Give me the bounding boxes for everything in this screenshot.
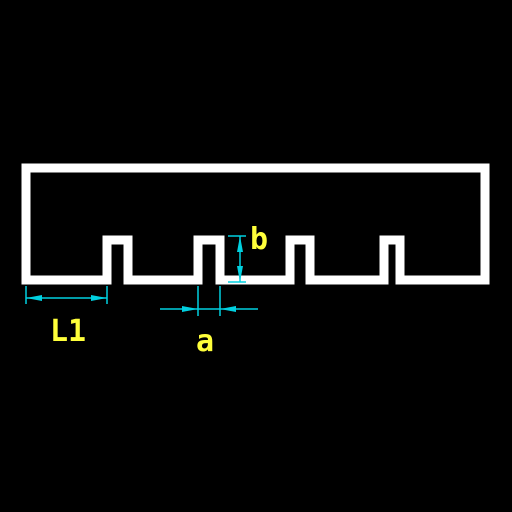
dimension-b-label: b	[250, 222, 268, 257]
dimension-a-arrow-left	[182, 306, 198, 312]
dimension-a-label: a	[196, 324, 214, 359]
dimension-a	[160, 286, 258, 316]
dimension-l1-label: L1	[50, 314, 86, 349]
dimension-b-arrow-bottom	[237, 266, 243, 282]
dimension-a-arrow-right	[220, 306, 236, 312]
dimension-l1	[25, 286, 108, 304]
dimension-b-arrow-top	[237, 236, 243, 252]
slotted-plate-outline	[21, 163, 490, 285]
dimension-l1-arrow-left	[26, 295, 42, 301]
dimension-l1-arrow-right	[91, 295, 107, 301]
dimension-b	[228, 235, 246, 283]
